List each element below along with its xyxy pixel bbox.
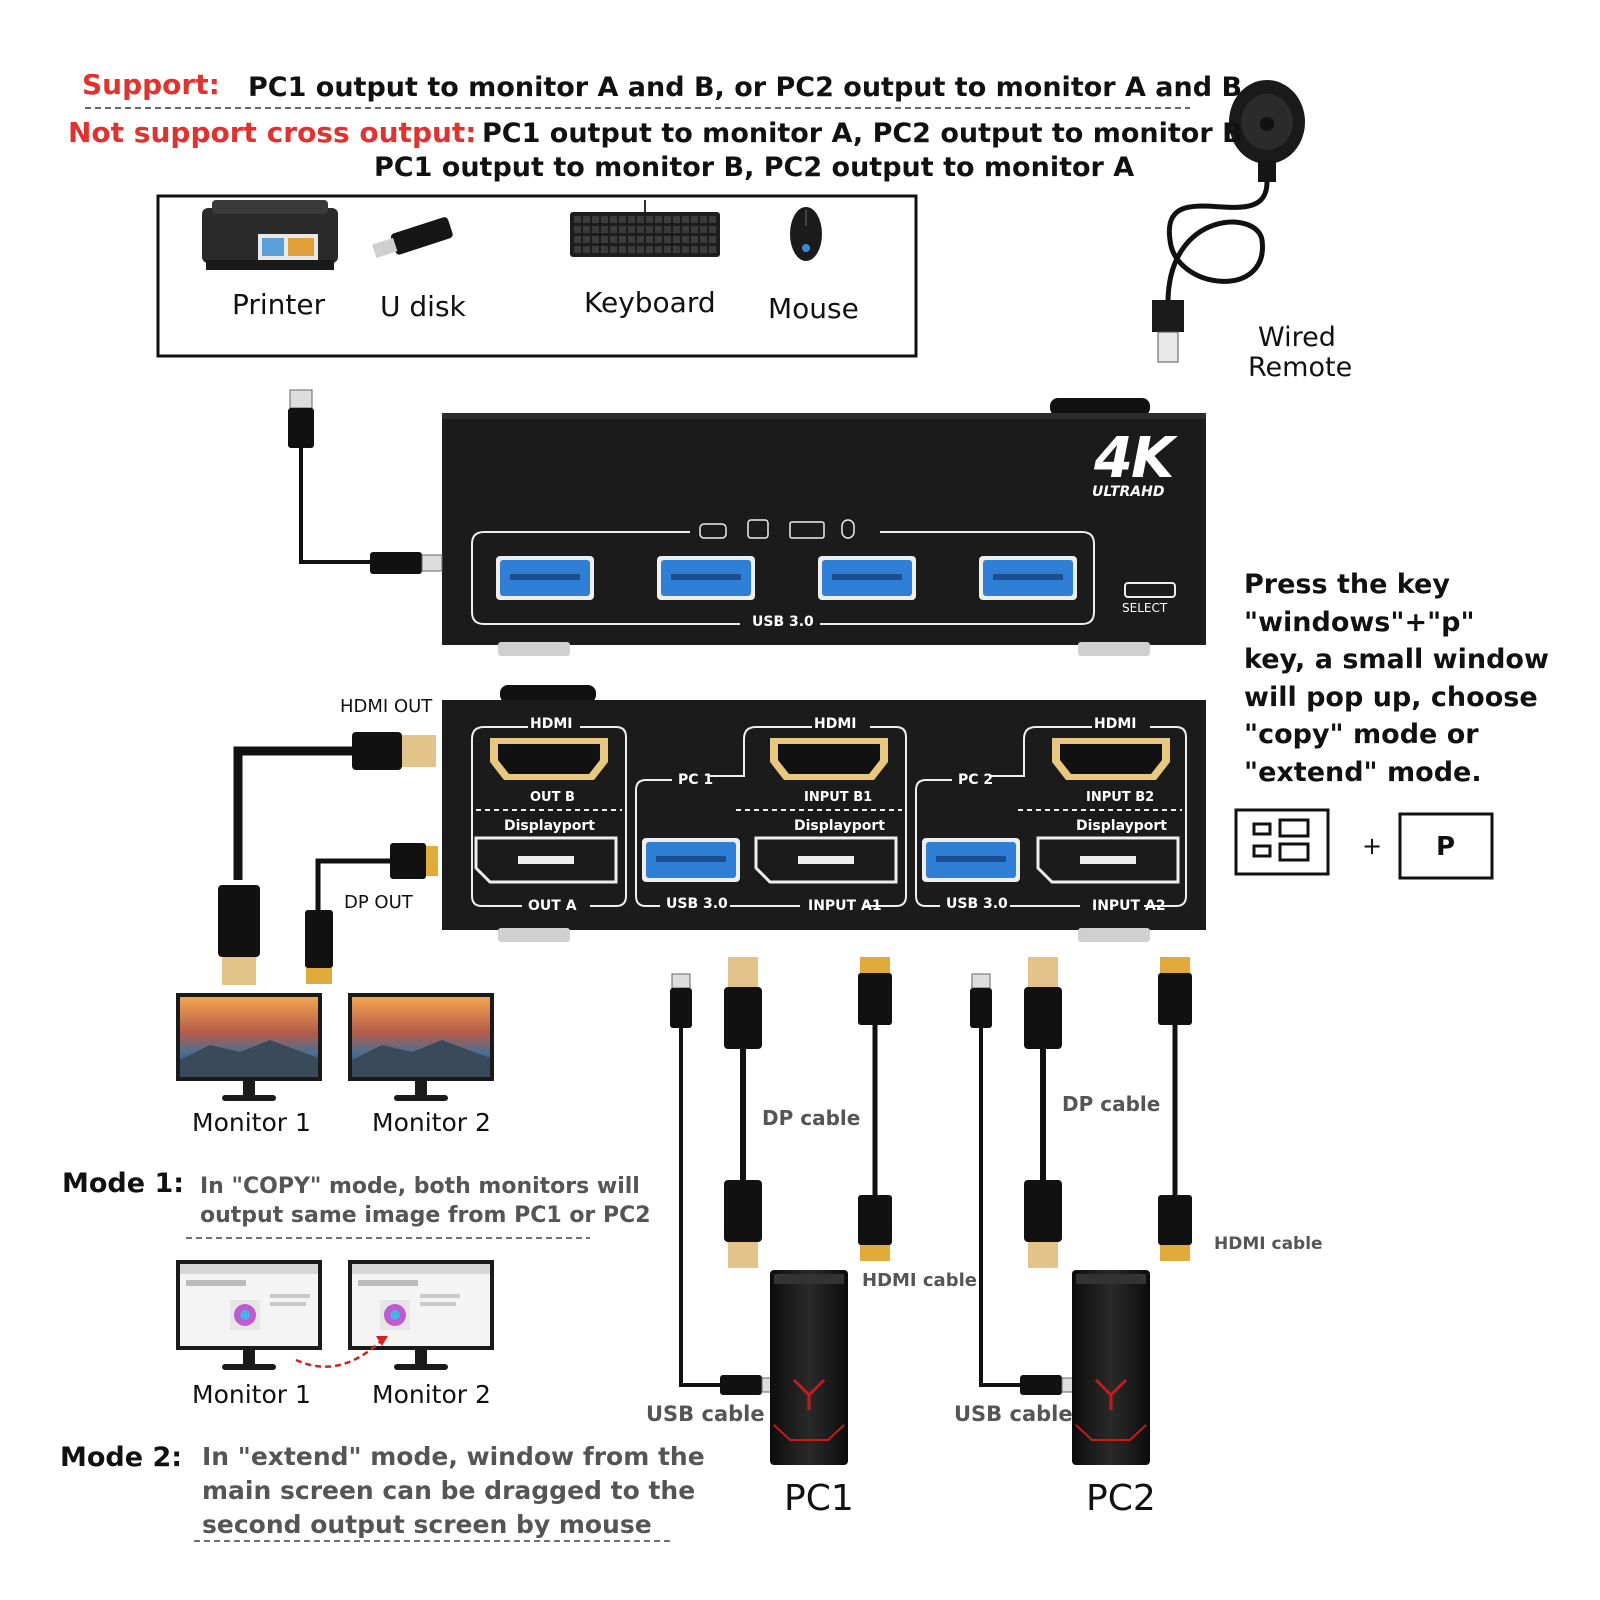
p-key-label: P bbox=[1436, 832, 1456, 862]
displayport-label-out: Displayport bbox=[504, 818, 595, 834]
pc2-tower-graphic bbox=[1072, 1270, 1150, 1465]
hdmi-out-label: HDMI OUT bbox=[340, 696, 433, 717]
input-b1-label: INPUT B1 bbox=[804, 790, 873, 805]
usb30-label-top: USB 3.0 bbox=[752, 614, 814, 630]
usb-cable-label-pc2: USB cable bbox=[954, 1402, 1073, 1426]
instruction-line-5: "copy" mode or bbox=[1244, 719, 1479, 750]
printer-icon bbox=[202, 200, 338, 270]
hdmi-cable-label-pc2: HDMI cable bbox=[1214, 1234, 1323, 1254]
p-key-icon bbox=[1398, 812, 1494, 880]
pc1-cables bbox=[670, 957, 892, 1395]
pc1-port-label: PC 1 bbox=[678, 772, 714, 788]
dp-out-label: DP OUT bbox=[344, 892, 413, 913]
remote-label-line2: Remote bbox=[1248, 352, 1353, 383]
monitor-1-extend-graphic bbox=[176, 1260, 322, 1370]
hdmi-port-input-b1[interactable] bbox=[770, 738, 888, 780]
peripherals-box bbox=[156, 194, 918, 358]
monitor-2-extend-graphic bbox=[348, 1260, 494, 1370]
hdmi-label-out: HDMI bbox=[530, 716, 573, 732]
windows-key-icon bbox=[1234, 808, 1330, 876]
instruction-line-6: "extend" mode. bbox=[1244, 756, 1482, 788]
usb-port-front-1[interactable] bbox=[496, 556, 594, 600]
usb-cable-label-pc1: USB cable bbox=[646, 1402, 765, 1426]
remote-label-line1: Wired bbox=[1258, 322, 1336, 353]
usb-port-front-3[interactable] bbox=[818, 556, 916, 600]
monitor-1-label: Monitor 1 bbox=[192, 1108, 311, 1137]
mode1-line2: output same image from PC1 or PC2 bbox=[200, 1203, 651, 1228]
usb30-label-pc2: USB 3.0 bbox=[946, 896, 1008, 912]
monitor-1-extend-label: Monitor 1 bbox=[192, 1380, 311, 1409]
instruction-line-4: will pop up, choose bbox=[1244, 681, 1538, 713]
dp-port-input-a2[interactable] bbox=[1036, 836, 1180, 884]
pc2-cables bbox=[970, 957, 1192, 1395]
select-label: SELECT bbox=[1122, 601, 1168, 615]
instruction-line-2: "windows"+"p" bbox=[1244, 606, 1475, 638]
mode2-label: Mode 2: bbox=[60, 1442, 183, 1473]
displayport-label-pc2: Displayport bbox=[1076, 818, 1167, 834]
mouse-label: Mouse bbox=[768, 292, 859, 325]
hdmi-port-out-b[interactable] bbox=[490, 738, 608, 780]
keyboard-label: Keyboard bbox=[584, 286, 716, 319]
dp-cable-label-pc2: DP cable bbox=[1062, 1092, 1161, 1116]
drag-arrow bbox=[295, 1339, 383, 1368]
displayport-label-pc1: Displayport bbox=[794, 818, 885, 834]
hdmi-port-input-b2[interactable] bbox=[1052, 738, 1170, 780]
kvm-front-panel bbox=[442, 398, 1206, 656]
hdmi-label-pc2: HDMI bbox=[1094, 716, 1137, 732]
dp-port-input-a1[interactable] bbox=[754, 836, 898, 884]
usb-port-front-4[interactable] bbox=[979, 556, 1077, 600]
pc2-label: PC2 bbox=[1086, 1478, 1156, 1519]
not-support-line2: PC1 output to monitor B, PC2 output to m… bbox=[374, 152, 1135, 183]
mode1-line1: In "COPY" mode, both monitors will bbox=[200, 1174, 640, 1199]
hdmi-cable-label-pc1: HDMI cable bbox=[862, 1270, 977, 1291]
mode2-line2: main screen can be dragged to the bbox=[202, 1476, 696, 1505]
ultrahd-badge: ULTRAHD bbox=[1092, 484, 1165, 500]
out-b-label: OUT B bbox=[530, 790, 575, 805]
usb-port-pc2[interactable] bbox=[922, 838, 1020, 882]
plus-sign: + bbox=[1362, 832, 1383, 860]
mode1-label: Mode 1: bbox=[62, 1168, 185, 1199]
u-disk-label: U disk bbox=[380, 290, 466, 323]
usb30-label-pc1: USB 3.0 bbox=[666, 896, 728, 912]
kvm-rear-panel bbox=[442, 685, 1206, 942]
out-a-label: OUT A bbox=[528, 898, 577, 914]
not-support-line1: PC1 output to monitor A, PC2 output to m… bbox=[482, 118, 1243, 149]
hdmi-out-cable bbox=[218, 732, 436, 985]
input-a1-label: INPUT A1 bbox=[808, 898, 882, 914]
pc1-label: PC1 bbox=[784, 1478, 854, 1519]
not-support-label: Not support cross output: bbox=[68, 116, 477, 149]
printer-label: Printer bbox=[232, 288, 326, 321]
input-b2-label: INPUT B2 bbox=[1086, 790, 1155, 805]
input-a2-label: INPUT A2 bbox=[1092, 898, 1166, 914]
pc1-tower-graphic bbox=[770, 1270, 848, 1465]
instruction-line-1: Press the key bbox=[1244, 569, 1450, 600]
usb-port-pc1[interactable] bbox=[642, 838, 740, 882]
monitor-1-graphic bbox=[176, 993, 322, 1101]
usb-drive-icon bbox=[372, 217, 453, 258]
monitor-2-extend-label: Monitor 2 bbox=[372, 1380, 491, 1409]
mode2-line1: In "extend" mode, window from the bbox=[202, 1442, 705, 1471]
hdmi-label-pc1: HDMI bbox=[814, 716, 857, 732]
dp-out-cable bbox=[305, 843, 438, 984]
mouse-icon bbox=[790, 207, 822, 261]
usb-port-front-2[interactable] bbox=[657, 556, 755, 600]
support-label: Support: bbox=[82, 68, 220, 101]
dp-port-out-a[interactable] bbox=[474, 836, 618, 884]
monitor-2-label: Monitor 2 bbox=[372, 1108, 491, 1137]
pc2-port-label: PC 2 bbox=[958, 772, 994, 788]
keyboard-icon bbox=[570, 200, 720, 257]
wired-remote-icon bbox=[1152, 80, 1305, 363]
4k-badge: 4K bbox=[1094, 426, 1174, 491]
select-button[interactable] bbox=[1125, 583, 1175, 597]
windows-p-instructions: Press the key "windows"+"p" key, a small… bbox=[1244, 566, 1549, 791]
usb-uplink-cable bbox=[288, 389, 443, 574]
mode2-line3: second output screen by mouse bbox=[202, 1510, 652, 1539]
monitor-2-graphic bbox=[348, 993, 494, 1101]
dp-cable-label-pc1: DP cable bbox=[762, 1106, 861, 1130]
support-text: PC1 output to monitor A and B, or PC2 ou… bbox=[248, 72, 1243, 103]
instruction-line-3: key, a small window bbox=[1244, 644, 1549, 675]
